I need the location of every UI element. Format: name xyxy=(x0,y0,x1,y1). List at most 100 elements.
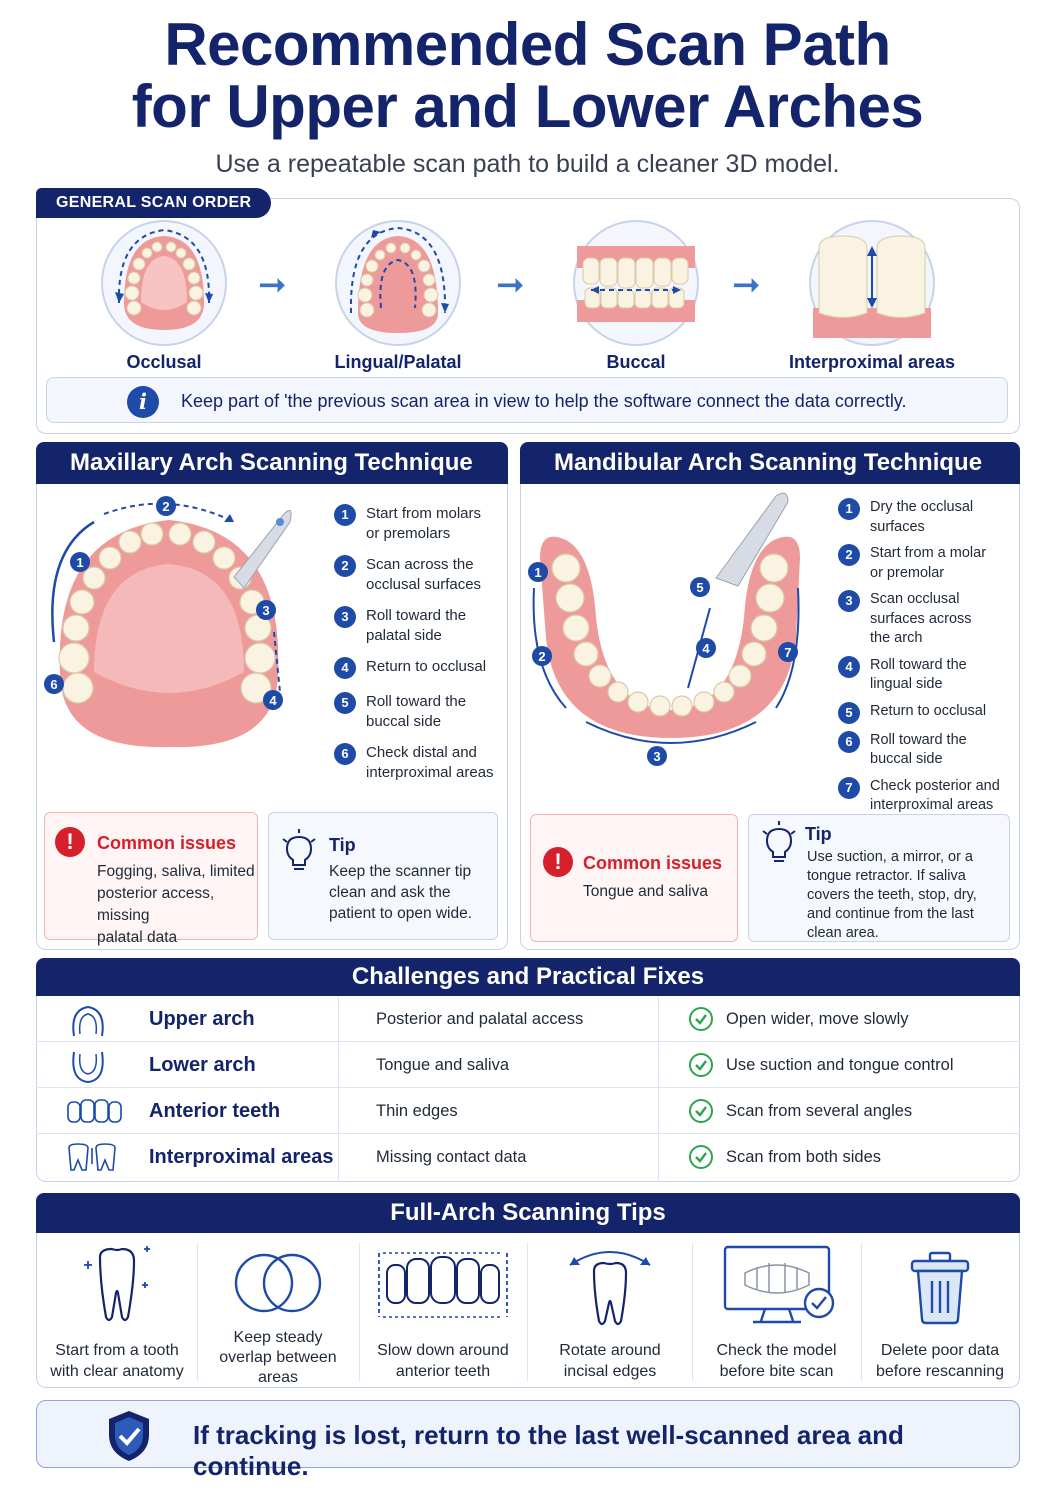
anterior-teeth-icon xyxy=(67,1099,122,1123)
tip-text: Start from a tooth with clear anatomy xyxy=(40,1340,194,1382)
tips-divider xyxy=(359,1243,360,1381)
upper-arch-icon xyxy=(72,1005,104,1037)
tip-line: Rotate around xyxy=(559,1342,661,1359)
sparkling-tooth-icon xyxy=(84,1246,150,1322)
challenges-title: Challenges and Practical Fixes xyxy=(36,958,1020,996)
challenge-row-upper: Upper arch Posterior and palatal access … xyxy=(36,996,1020,1042)
mandibular-title: Mandibular Arch Scanning Technique xyxy=(520,442,1020,484)
check-icon xyxy=(689,1007,713,1031)
svg-text:1: 1 xyxy=(76,555,83,570)
step-label-lingual: Lingual/Palatal xyxy=(334,352,462,372)
svg-text:3: 3 xyxy=(262,603,269,618)
challenge-row-lower: Lower arch Tongue and saliva Use suction… xyxy=(36,1042,1020,1088)
tip-line: with clear anatomy xyxy=(50,1363,184,1380)
step-number: 2 xyxy=(838,544,860,566)
challenge-issue: Thin edges xyxy=(376,1102,458,1120)
warning-icon: ! xyxy=(55,827,85,857)
title-line-2: for Upper and Lower Arches xyxy=(131,73,924,140)
svg-text:2: 2 xyxy=(538,649,545,664)
svg-text:4: 4 xyxy=(269,693,277,708)
tip-line: Delete poor data xyxy=(880,1342,1000,1359)
step-line: interproximal areas xyxy=(366,764,494,781)
challenge-name: Anterior teeth xyxy=(149,1100,281,1122)
step-label-occlusal: Occlusal xyxy=(126,352,202,372)
tips-divider xyxy=(527,1243,528,1381)
step-number: 5 xyxy=(838,701,860,724)
lightbulb-icon xyxy=(762,821,796,862)
step-number: 1 xyxy=(838,498,860,520)
tip-text: Keep the scanner tip clean and ask the p… xyxy=(329,861,472,924)
issues-text: Fogging, saliva, limited posterior acces… xyxy=(97,861,257,949)
lightbulb-icon xyxy=(282,829,316,870)
issues-line: palatal data xyxy=(97,929,178,946)
tracking-lost-banner: If tracking is lost, return to the last … xyxy=(36,1400,1020,1481)
challenge-fix: Open wider, move slowly xyxy=(726,1010,909,1028)
challenge-name: Interproximal areas xyxy=(149,1146,334,1168)
step-line: Start from a molar xyxy=(870,545,987,561)
step-line: Check posterior and xyxy=(870,777,1000,794)
svg-text:3: 3 xyxy=(653,749,660,764)
tip-line: anterior teeth xyxy=(395,1363,491,1380)
info-icon: i xyxy=(127,386,159,418)
step-line: or premolars xyxy=(366,525,451,542)
tip-text: Rotate around incisal edges xyxy=(530,1340,690,1382)
check-icon xyxy=(689,1099,713,1123)
challenge-fix: Scan from both sides xyxy=(726,1148,881,1166)
column-divider xyxy=(338,996,339,1182)
tip-rotate-incisal: Rotate around incisal edges xyxy=(530,1243,690,1383)
step-number: 3 xyxy=(838,590,860,612)
step-line: surfaces xyxy=(870,518,925,535)
step-occlusal: Occlusal xyxy=(64,218,264,373)
check-icon xyxy=(689,1145,713,1169)
issues-line: Fogging, saliva, limited xyxy=(97,863,255,880)
occlusal-arch-icon xyxy=(101,220,227,346)
tip-slow-anterior: Slow down around anterior teeth xyxy=(362,1243,524,1383)
tip-line: Keep steady xyxy=(233,1329,323,1346)
rotate-tooth-icon xyxy=(569,1251,651,1326)
step-line: buccal side xyxy=(870,751,943,767)
tips-divider xyxy=(692,1243,693,1381)
step-number: 5 xyxy=(334,692,356,714)
buccal-teeth-icon xyxy=(573,220,699,346)
challenge-fix: Use suction and tongue control xyxy=(726,1056,954,1074)
step-line: Roll toward the xyxy=(870,731,967,748)
tip-line: overlap between xyxy=(219,1349,337,1366)
issues-text: Tongue and saliva xyxy=(583,883,708,900)
tip-line: Check the model xyxy=(716,1342,837,1359)
step-line: Roll toward the xyxy=(366,607,467,624)
step-line: Return to occlusal xyxy=(366,658,487,675)
challenge-issue: Posterior and palatal access xyxy=(376,1010,584,1028)
tips-divider xyxy=(197,1243,198,1381)
tip-line: Start from a tooth xyxy=(55,1342,179,1359)
step-line: Scan across the xyxy=(366,556,474,573)
maxillary-common-issues: ! Common issues Fogging, saliva, limited… xyxy=(44,812,258,946)
tip-delete-poor-data: Delete poor data before rescanning xyxy=(864,1243,1016,1383)
tip-line: Slow down around xyxy=(377,1342,509,1359)
svg-text:6: 6 xyxy=(50,677,57,692)
step-line: occlusal surfaces xyxy=(366,576,482,593)
lingual-arch-icon xyxy=(335,220,461,346)
step-line: Scan occlusal xyxy=(870,591,960,607)
step-line: the arch xyxy=(870,630,923,646)
step-line: Start from molars xyxy=(366,505,482,522)
step-buccal: Buccal xyxy=(536,218,736,373)
challenge-fix: Scan from several angles xyxy=(726,1102,913,1120)
mandibular-common-issues: ! Common issues Tongue and saliva xyxy=(530,814,738,942)
anterior-teeth-scan-icon xyxy=(378,1252,508,1318)
tip-line: before bite scan xyxy=(719,1363,834,1380)
step-line: Roll toward the xyxy=(870,656,967,673)
svg-text:7: 7 xyxy=(784,645,791,660)
interproximal-icon xyxy=(68,1143,116,1171)
issues-title: Common issues xyxy=(97,833,237,853)
general-scan-order-tag: GENERAL SCAN ORDER xyxy=(36,188,272,218)
tip-text: Slow down around anterior teeth xyxy=(362,1340,524,1382)
tip-line: incisal edges xyxy=(563,1363,657,1380)
